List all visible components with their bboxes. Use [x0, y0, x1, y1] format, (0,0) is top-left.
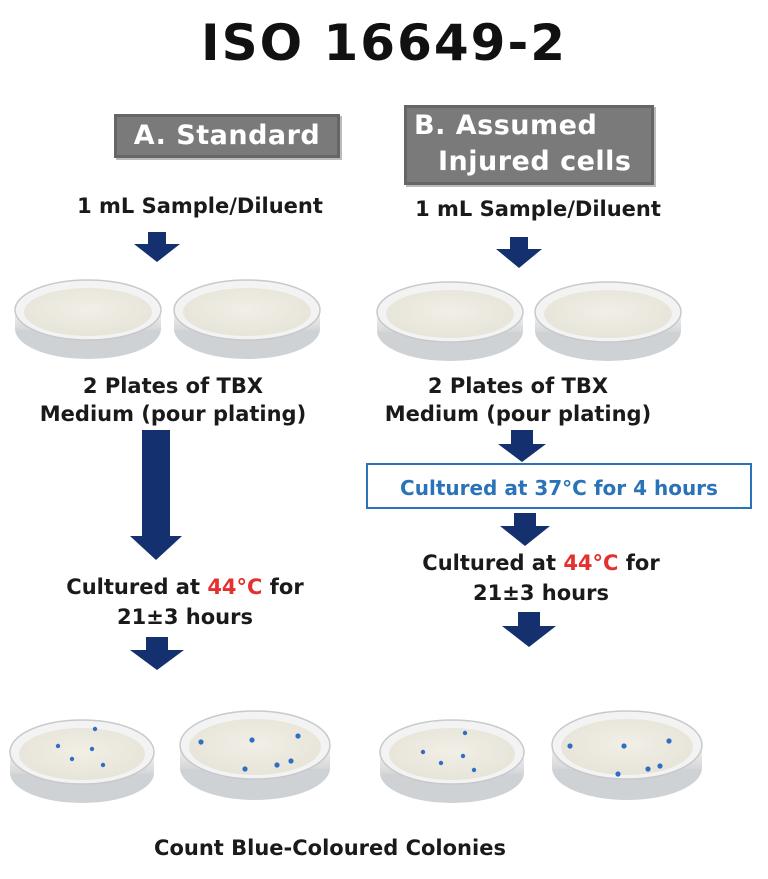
petri-dish-a2 — [173, 279, 321, 359]
arrow-a1 — [134, 232, 180, 262]
column-b-plates-line1: 2 Plates of TBX — [427, 374, 609, 398]
arrow-b1 — [496, 237, 542, 268]
petri-dish-a1 — [14, 279, 162, 359]
colony-dish-b2 — [551, 710, 703, 800]
column-a-plates-label: 2 Plates of TBX Medium (pour plating) — [0, 372, 346, 428]
colony-dish-a1 — [9, 719, 155, 803]
colony-dish-b1 — [379, 719, 525, 803]
column-b-plates-label: 2 Plates of TBX Medium (pour plating) — [346, 372, 690, 428]
preculture-box: Cultured at 37°C for 4 hours — [366, 463, 752, 509]
arrow-a2-long — [130, 430, 182, 560]
arrow-b4 — [502, 612, 556, 647]
column-a-culture-suffix: for — [262, 575, 304, 599]
column-b-culture-label: Cultured at 44°C for 21±3 hours — [376, 549, 706, 607]
column-b-header: B. Assumed Injured cells — [404, 105, 654, 185]
column-b-culture-prefix: Cultured at — [422, 551, 564, 575]
footer-caption: Count Blue-Coloured Colonies — [154, 836, 506, 860]
page-title: ISO 16649-2 — [200, 14, 568, 72]
column-b-culture-duration: 21±3 hours — [473, 581, 609, 605]
column-b-culture-temp: 44°C — [563, 551, 619, 575]
arrow-b2 — [498, 430, 546, 462]
column-a-culture-label: Cultured at 44°C for 21±3 hours — [20, 573, 350, 631]
column-a-plates-line1: 2 Plates of TBX — [82, 374, 264, 398]
arrow-b3 — [500, 513, 550, 546]
column-a-culture-duration: 21±3 hours — [117, 605, 253, 629]
column-a-culture-temp: 44°C — [207, 575, 263, 599]
column-a-culture-prefix: Cultured at — [66, 575, 208, 599]
column-a-header: A. Standard — [114, 114, 340, 158]
petri-dish-b1 — [376, 281, 524, 361]
petri-dish-b2 — [534, 281, 682, 361]
column-b-plates-line2: Medium (pour plating) — [384, 402, 652, 426]
column-b-header-line2: Injured cells — [438, 146, 632, 177]
column-b-header-line1: B. Assumed — [414, 110, 598, 141]
arrow-a3 — [130, 637, 184, 670]
column-b-sample-label: 1 mL Sample/Diluent — [415, 197, 661, 221]
colony-dish-a2 — [179, 710, 331, 800]
column-a-plates-line2: Medium (pour plating) — [39, 402, 307, 426]
column-a-sample-label: 1 mL Sample/Diluent — [77, 194, 323, 218]
column-b-culture-suffix: for — [618, 551, 660, 575]
